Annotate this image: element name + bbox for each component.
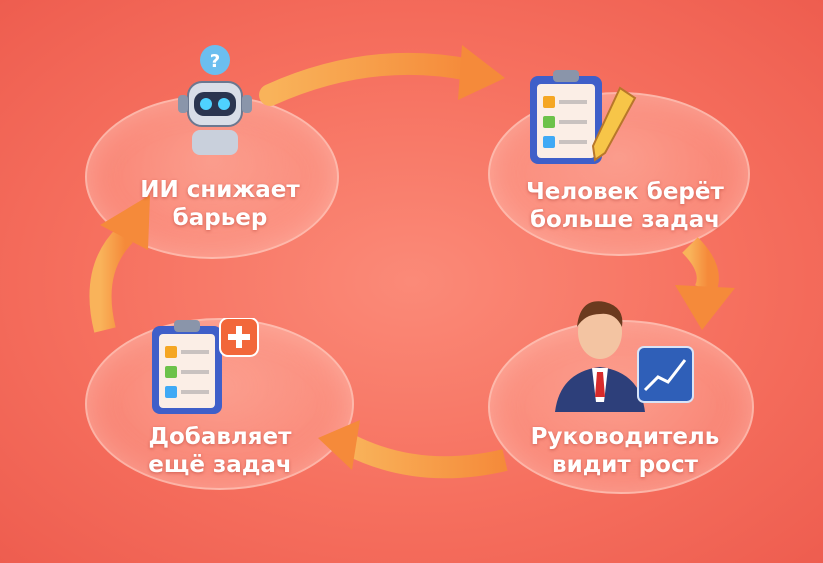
arrow-right-head: [675, 285, 735, 330]
arrow-top: [259, 52, 481, 106]
arrow-left: [89, 227, 134, 333]
step-label-line1: ИИ снижает: [140, 177, 300, 203]
arrow-bottom: [345, 435, 508, 479]
step-label-add: Добавляет ещё задач: [148, 423, 291, 479]
step-label-line1: Руководитель: [530, 424, 720, 450]
svg-text:?: ?: [210, 51, 220, 72]
step-label-manager: Руководитель видит рост: [531, 423, 720, 479]
arrow-left-head: [100, 195, 150, 250]
robot-icon: ?: [178, 45, 252, 155]
arrow-bottom-head: [318, 420, 360, 470]
step-label-line2: ещё задач: [148, 452, 292, 478]
arrow-top-head: [458, 45, 505, 100]
step-label-line2: барьер: [172, 205, 268, 231]
clipboard-plus-icon: [152, 318, 259, 414]
step-label-line1: Человек берёт: [526, 179, 724, 205]
step-label-ai: ИИ снижает барьер: [140, 176, 299, 232]
step-label-line2: больше задач: [529, 207, 721, 233]
manager-chart-icon: [555, 301, 694, 412]
step-label-line2: видит рост: [552, 452, 698, 478]
step-label-line1: Добавляет: [148, 424, 292, 450]
arrow-right: [681, 237, 719, 295]
clipboard-pencil-icon: [530, 70, 637, 164]
step-label-human: Человек берёт больше задач: [526, 178, 724, 234]
